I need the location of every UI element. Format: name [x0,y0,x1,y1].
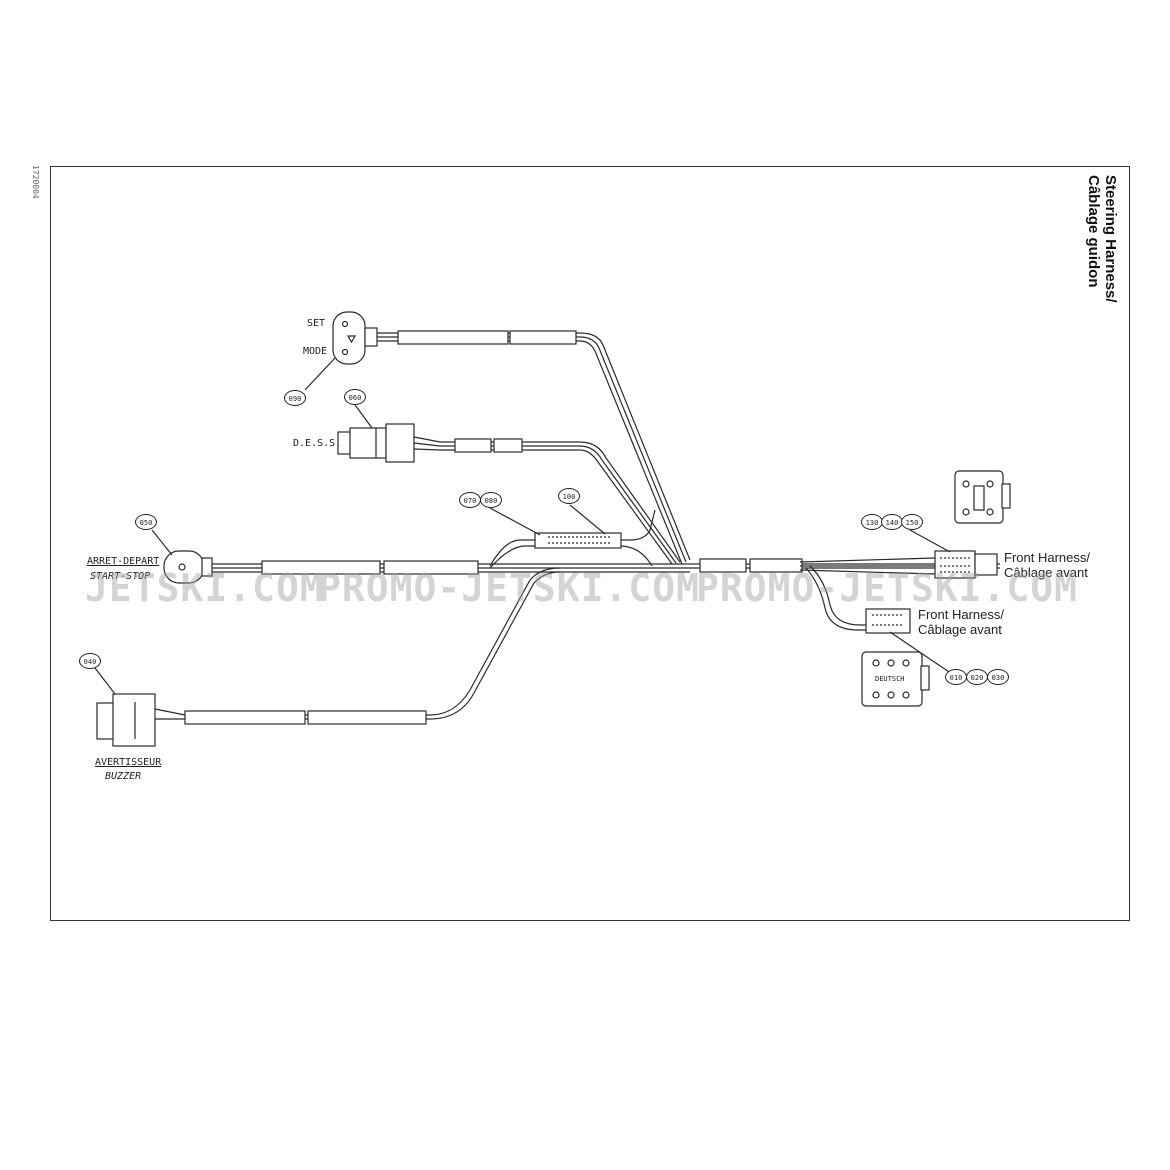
dess-wire [413,436,681,565]
buzzer-wire [154,567,561,725]
label-dess: D.E.S.S. [293,438,342,449]
deutsch-connector-face [861,651,930,707]
label-arret-depart: ARRET-DEPART [87,556,160,567]
buzzer-body [96,693,156,747]
callout-leaders [94,357,956,695]
label-set: SET [307,318,326,329]
main-trunk [212,558,1000,575]
watermark-1: JETSKI.COM [85,566,324,610]
set-mode-wire [377,330,691,565]
label-front-harness-1-line2: Câblage avant [1004,565,1088,580]
set-mode-switch [332,311,378,365]
callout-070: 070 [459,492,481,508]
front-harness-1-connector [799,550,998,579]
watermark-3: PROMO-JETSKI.COM [696,566,1079,610]
callout-090: 090 [284,390,306,406]
label-mode: MODE [303,346,328,357]
callout-040: 040 [79,653,101,669]
connector-face-top [954,470,1011,524]
inline-connector-100 [489,509,656,569]
callout-050: 050 [135,514,157,530]
callout-080: 080 [480,492,502,508]
front-harness-2-connector [805,565,911,634]
callout-100: 100 [558,488,580,504]
label-start-stop: START-STOP [90,571,151,582]
label-front-harness-2-line2: Câblage avant [918,622,1002,637]
label-buzzer: BUZZER [105,771,142,782]
dess-connector [337,423,415,463]
callout-060: 060 [344,389,366,405]
callout-020: 020 [966,669,988,685]
label-front-harness-2-line1: Front Harness/ [918,607,1004,622]
label-deutsch: DEUTSCH [875,675,905,683]
start-stop-switch [163,550,213,584]
callout-150: 150 [901,514,923,530]
callout-030: 030 [987,669,1009,685]
callout-010: 010 [945,669,967,685]
label-avertisseur: AVERTISSEUR [95,757,162,768]
callout-130: 130 [861,514,883,530]
diagram-frame [50,166,1130,921]
watermark-2: PROMO-JETSKI.COM [318,566,701,610]
label-front-harness-1-line1: Front Harness/ [1004,550,1090,565]
callout-140: 140 [881,514,903,530]
